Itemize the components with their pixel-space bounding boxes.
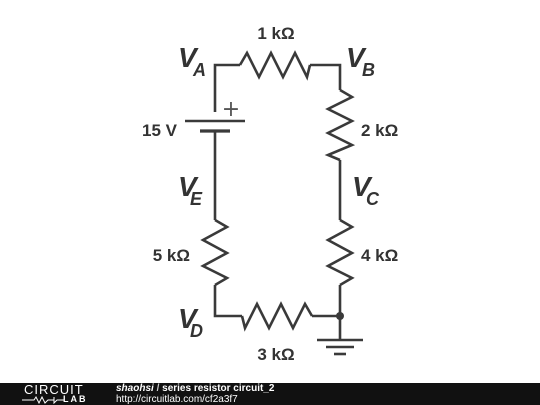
wire-r1-to-vb bbox=[310, 63, 342, 90]
label-resistor-1k: 1 kΩ bbox=[257, 24, 294, 43]
node-label-va: V A bbox=[178, 42, 206, 80]
svg-text:D: D bbox=[190, 321, 203, 341]
svg-text:V: V bbox=[346, 42, 367, 73]
resistor-4k bbox=[325, 218, 355, 287]
svg-text:C: C bbox=[366, 189, 380, 209]
resistor-5k bbox=[200, 218, 230, 287]
logo-wordmark-bottom: LAB bbox=[63, 394, 88, 404]
resistor-2k bbox=[324, 88, 356, 162]
logo-wordmark-top: CIRCUIT bbox=[24, 382, 84, 397]
node-label-ve: V E bbox=[178, 171, 203, 209]
wire-va-to-r1 bbox=[213, 63, 240, 112]
label-source-polarity: + bbox=[222, 97, 240, 122]
label-voltage-source: 15 V bbox=[142, 121, 178, 140]
node-label-vd: V D bbox=[178, 303, 203, 341]
svg-text:V: V bbox=[178, 42, 199, 73]
resistor-1k bbox=[238, 50, 312, 81]
label-resistor-5k: 5 kΩ bbox=[153, 246, 190, 265]
footer-title-line: shaohsi / series resistor circuit_2 bbox=[116, 383, 274, 394]
wire-r3-to-vd bbox=[213, 285, 242, 318]
svg-text:A: A bbox=[192, 60, 206, 80]
resistor-3k bbox=[240, 301, 314, 332]
author-link[interactable]: shaohsi bbox=[116, 383, 154, 394]
ground-node-dot bbox=[336, 312, 344, 320]
svg-text:E: E bbox=[190, 189, 203, 209]
svg-text:V: V bbox=[352, 171, 373, 202]
svg-text:V: V bbox=[178, 303, 199, 334]
footer-bar: CIRCUIT LAB shaohsi / series resistor ci… bbox=[0, 383, 540, 405]
circuitlab-logo[interactable]: CIRCUIT LAB bbox=[8, 383, 108, 405]
voltage-source bbox=[185, 119, 245, 133]
circuit-info: shaohsi / series resistor circuit_2 http… bbox=[116, 383, 274, 405]
circuit-diagram: 1 kΩ 2 kΩ 4 kΩ 3 kΩ 5 kΩ 15 V + V A V B … bbox=[142, 24, 398, 364]
logo-resistor-icon bbox=[22, 395, 64, 404]
node-label-vc: V C bbox=[352, 171, 380, 209]
ground-icon bbox=[317, 338, 363, 356]
label-resistor-3k: 3 kΩ bbox=[257, 345, 294, 364]
title-separator: / bbox=[156, 383, 160, 394]
node-label-vb: V B bbox=[346, 42, 375, 80]
label-resistor-2k: 2 kΩ bbox=[361, 121, 398, 140]
svg-text:B: B bbox=[362, 60, 375, 80]
circuit-title: series resistor circuit_2 bbox=[162, 383, 275, 394]
circuit-url-link[interactable]: http://circuitlab.com/cf2a3f7 bbox=[116, 394, 238, 405]
svg-text:V: V bbox=[178, 171, 199, 202]
label-resistor-4k: 4 kΩ bbox=[361, 246, 398, 265]
